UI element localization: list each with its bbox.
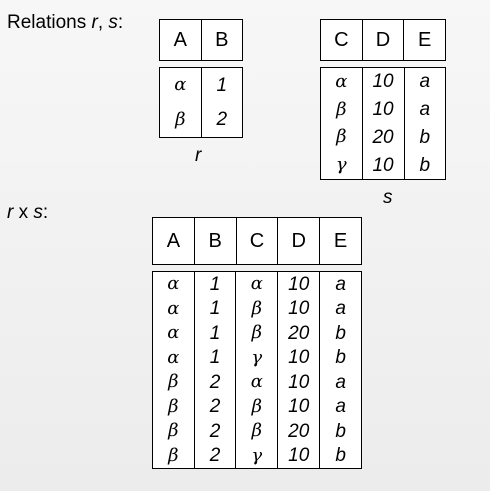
column-d: 10 10 20 10 (361, 67, 405, 180)
column-e: a a b b a a b b (319, 271, 362, 469)
cell: a (419, 71, 431, 93)
cell: 1 (209, 273, 221, 295)
cell: α (167, 322, 180, 344)
cell: 10 (288, 445, 310, 467)
cell: 10 (372, 99, 394, 121)
column-b: 1 2 (200, 67, 244, 138)
cell: β (168, 395, 179, 417)
relation-s-body: α β β γ 10 10 20 10 a a b b (320, 67, 446, 180)
cell: 2 (209, 371, 221, 393)
column-a: α α α α β β β β (152, 271, 195, 469)
cell: 10 (288, 347, 310, 369)
cell: β (251, 420, 262, 442)
header-cell: C (235, 217, 279, 265)
product-header: A B C D E (152, 217, 362, 265)
cell: β (251, 322, 262, 344)
column-d: 10 10 20 10 10 10 20 10 (277, 271, 321, 469)
cell: 2 (209, 445, 221, 467)
cell: α (250, 273, 263, 295)
cell: β (168, 420, 179, 442)
title-suffix: : (117, 12, 124, 33)
header-cell: B (193, 217, 237, 265)
header-cell: D (361, 19, 405, 61)
title-s: s (108, 12, 118, 33)
cell: a (419, 99, 431, 121)
cell: b (419, 126, 431, 148)
header-cell: E (403, 19, 446, 61)
cell: α (335, 70, 348, 92)
title-r: r (91, 12, 98, 33)
header-cell: B (200, 19, 243, 61)
cell: α (250, 371, 263, 393)
cell: α (167, 273, 180, 295)
cell: α (167, 346, 180, 368)
cell: 20 (372, 126, 394, 148)
cell: γ (335, 154, 347, 176)
cell: 10 (288, 273, 310, 295)
title-sep: , (97, 12, 109, 33)
header-cell: D (277, 217, 321, 265)
cell: α (174, 74, 187, 96)
header-cell: A (159, 19, 202, 61)
cell: γ (251, 346, 263, 368)
relation-s-name: s (383, 187, 393, 208)
cell: 10 (288, 371, 310, 393)
cell: a (335, 371, 346, 393)
cell: γ (251, 444, 263, 466)
product-suffix: : (42, 202, 49, 223)
header-cell: E (319, 217, 362, 265)
relation-r-name: r (195, 145, 202, 166)
cell: β (251, 395, 262, 417)
cell: 20 (288, 322, 310, 344)
cell: 20 (288, 420, 310, 442)
cell: b (335, 445, 346, 467)
column-c: α β β γ (320, 67, 363, 180)
cell: 2 (209, 396, 221, 418)
product-label: r x s: (7, 202, 48, 224)
cell: 1 (216, 74, 228, 96)
column-e: a a b b (403, 67, 446, 180)
cell: b (335, 347, 346, 369)
cell: β (336, 98, 347, 120)
title-prefix: Relations (7, 12, 92, 33)
product-x: x (13, 202, 34, 223)
cell: a (335, 273, 346, 295)
cell: 1 (209, 322, 221, 344)
cell: b (335, 322, 346, 344)
cell: β (168, 444, 179, 466)
product-s: s (33, 202, 43, 223)
header-cell: C (320, 19, 363, 61)
column-a: α β (159, 67, 202, 138)
relation-r-header: A B (159, 19, 243, 61)
cell: β (175, 108, 186, 130)
cell: β (336, 126, 347, 148)
cell: 1 (209, 298, 221, 320)
cell: 10 (288, 396, 310, 418)
relation-s-header: C D E (320, 19, 446, 61)
cell: α (167, 297, 180, 319)
column-c: α β β γ α β β γ (235, 271, 279, 469)
header-cell: A (152, 217, 195, 265)
product-body: α α α α β β β β 1 1 1 1 2 2 2 2 α β β γ … (152, 271, 362, 469)
cell: 2 (216, 109, 228, 131)
cell: b (419, 154, 431, 176)
relations-title: Relations r, s: (7, 12, 123, 34)
cell: β (168, 371, 179, 393)
cell: 2 (209, 420, 221, 442)
cell: 10 (372, 154, 394, 176)
cell: 1 (209, 347, 221, 369)
cell: a (335, 396, 346, 418)
cell: a (335, 298, 346, 320)
cell: b (335, 420, 346, 442)
cell: 10 (288, 298, 310, 320)
cell: β (251, 297, 262, 319)
product-r: r (7, 202, 14, 223)
relation-r-body: α β 1 2 (159, 67, 244, 138)
cell: 10 (372, 71, 394, 93)
column-b: 1 1 1 1 2 2 2 2 (193, 271, 237, 469)
